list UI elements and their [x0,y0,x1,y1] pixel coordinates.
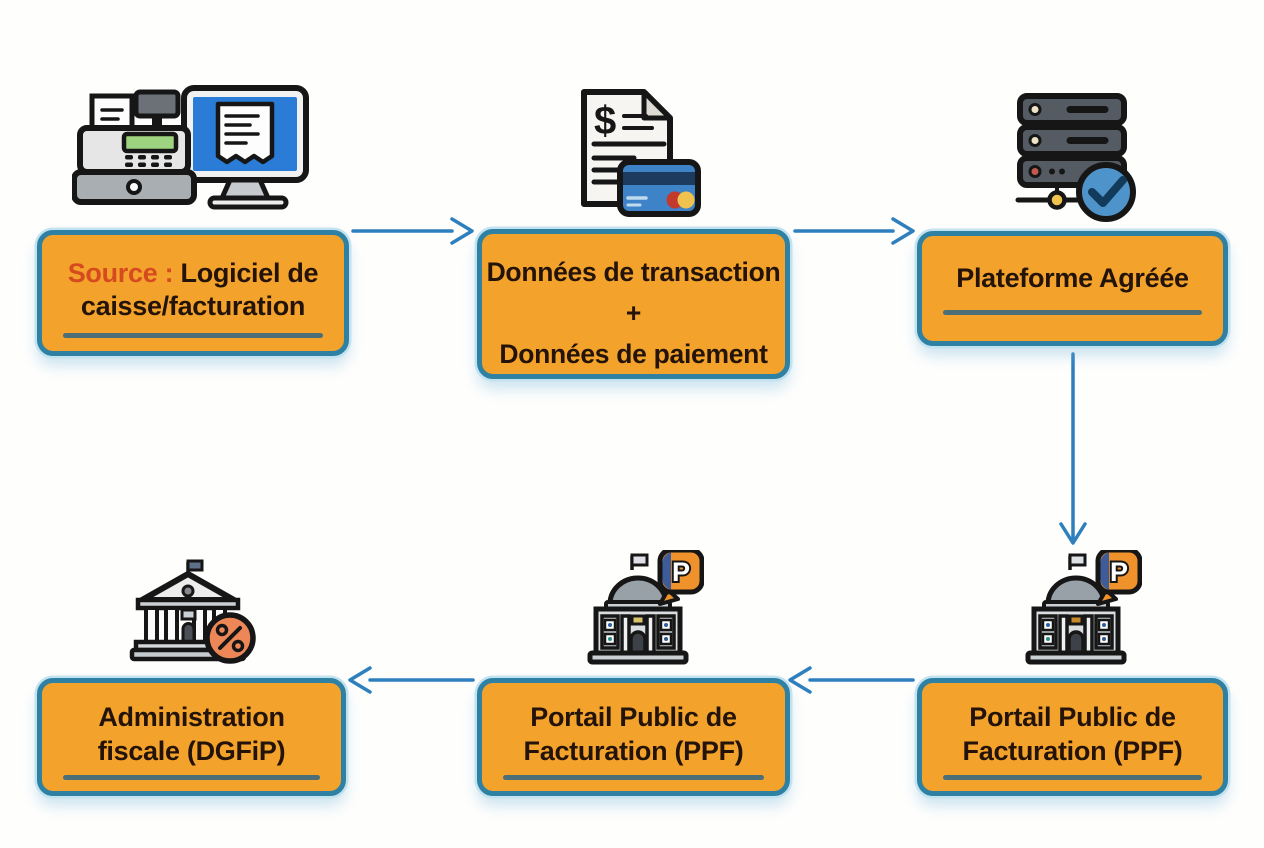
node-ppf-right: Portail Public de Facturation (PPF) [917,678,1228,796]
node-transaction-line1: Données de transaction [486,257,781,287]
p-badge-letter: P [1110,557,1128,587]
invoice-credit-card-icon: $ [572,86,702,218]
source-prefix-label: Source : [67,258,174,288]
underline-rule [63,333,323,338]
arrow-ppf-middle-to-dgfip [348,666,475,694]
government-building-p-icon: P [1020,547,1143,670]
source-rest-label: Logiciel de [173,258,319,288]
cash-register-monitor-icon [71,84,312,214]
arrow-plateforme-to-ppf-right [1059,352,1087,545]
node-ppf-right-line2: Facturation (PPF) [962,736,1183,766]
node-transaction-line3: Données de paiement [499,339,768,369]
node-source-line1: Source : Logiciel de [68,257,319,290]
node-dgfip: Administration fiscale (DGFiP) [37,678,346,796]
node-source: Source : Logiciel de caisse/facturation [37,230,349,356]
p-badge-letter: P [672,557,690,587]
dollar-sign-glyph: $ [594,99,616,143]
node-plateforme-label: Plateforme Agréée [956,263,1189,293]
arrow-transaction-to-plateforme [793,217,915,245]
node-plateforme: Plateforme Agréée [917,231,1228,346]
government-building-p-icon: P [582,547,705,670]
server-check-icon [1010,92,1138,222]
node-ppf-middle: Portail Public de Facturation (PPF) [477,678,790,796]
bank-percent-icon [128,558,258,668]
node-source-line2: caisse/facturation [80,291,306,321]
node-dgfip-line2: fiscale (DGFiP) [97,736,286,766]
node-transaction-plus: + [625,298,642,328]
underline-rule [503,775,764,780]
arrow-ppf-right-to-ppf-middle [788,666,915,694]
underline-rule [943,310,1202,315]
underline-rule [62,775,321,780]
arrow-source-to-transaction [351,217,474,245]
node-ppf-middle-line2: Facturation (PPF) [523,736,744,766]
node-transaction: Données de transaction + Données de paie… [477,229,790,379]
node-ppf-right-line1: Portail Public de [969,702,1176,732]
node-ppf-middle-line1: Portail Public de [530,702,737,732]
underline-rule [943,775,1202,780]
node-dgfip-line1: Administration [98,702,285,732]
